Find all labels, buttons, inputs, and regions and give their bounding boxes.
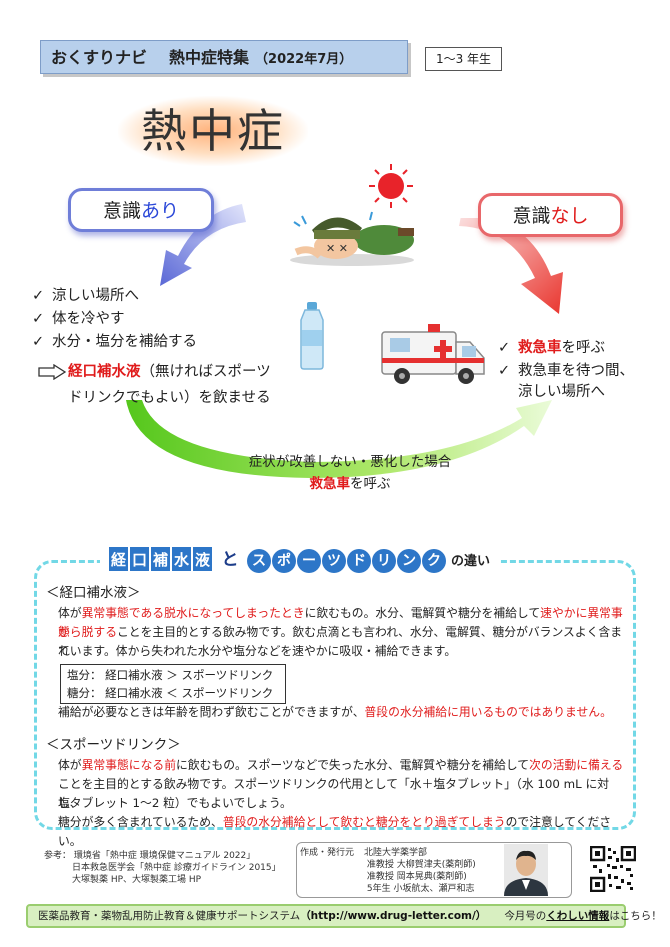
red-arrow-icon xyxy=(459,218,563,314)
checkmark-icon: ✓ xyxy=(498,340,511,356)
list-item: ✓救急車を待つ間、 xyxy=(498,361,634,382)
person-photo-icon xyxy=(504,844,548,896)
difference-title: 経口補水液とスポーツドリンクの違い xyxy=(100,545,499,577)
list-item: ✓涼しい場所へ xyxy=(32,286,139,307)
ors-section-heading: ＜経口補水液＞ xyxy=(46,585,141,601)
checkmark-icon: ✓ xyxy=(498,363,511,379)
sports-paragraph-line: ことを主目的とする飲み物です。スポーツドリンクの代用として「水＋塩タブレット」（… xyxy=(58,777,610,810)
title-char: ー xyxy=(297,549,321,573)
ors-paragraph-line: から脱することを主目的とする飲み物です。飲む点滴とも言われ、水分、電解質、糖分が… xyxy=(58,625,623,658)
sugar-comparison: 糖分： 経口補水液 ＜ スポーツドリンク xyxy=(67,686,274,700)
list-item: ✓救急車を呼ぶ xyxy=(498,338,634,359)
title-char: 水 xyxy=(171,546,192,572)
title-suffix: の違い xyxy=(451,554,491,569)
brand-name: おくすりナビ xyxy=(51,48,148,67)
footer-detail-link[interactable]: くわしい情報 xyxy=(546,910,610,922)
sports-paragraph-line: 体が異常事態になる前に飲むもの。スポーツなどで失った水分、電解質や糖分を補給して… xyxy=(58,758,624,772)
worsening-action: 救急車を呼ぶ xyxy=(309,476,391,492)
svg-text:✕ ✕: ✕ ✕ xyxy=(326,242,348,255)
footer-cta: はこちら！ xyxy=(609,910,662,922)
ors-instruction: 経口補水液（無ければスポーツ xyxy=(38,362,271,383)
conscious-yes-label: 意識あり xyxy=(68,188,214,232)
publisher-box xyxy=(296,842,572,898)
green-arrow-icon xyxy=(126,400,552,478)
ors-paragraph-line: ています。体から失われた水分や塩分などを速やかに吸収・補給できます。 xyxy=(58,644,457,658)
unconscious-list: ✓救急車を呼ぶ ✓救急車を待つ間、 涼しい場所へ xyxy=(498,338,634,403)
title-char: 補 xyxy=(150,546,171,572)
checkmark-icon: ✓ xyxy=(32,334,45,350)
title-char: ス xyxy=(247,549,271,573)
title-char: ポ xyxy=(272,549,296,573)
title-char: 口 xyxy=(129,546,150,572)
qr-code-icon[interactable] xyxy=(590,846,636,892)
title-char: ン xyxy=(397,549,421,573)
sun-icon xyxy=(369,164,413,208)
list-item: ✓体を冷やす xyxy=(32,309,125,330)
open-arrow-icon xyxy=(38,364,67,380)
sports-paragraph-line: 塩タブレット 1〜2 粒）でもよいでしょう。 xyxy=(58,796,292,810)
salt-comparison: 塩分： 経口補水液 ＞ スポーツドリンク xyxy=(67,668,274,682)
checkmark-icon: ✓ xyxy=(32,288,45,304)
ors-paragraph-line: 体が異常事態である脱水になってしまったときに飲むもの。水分、電解質や糖分を補給し… xyxy=(58,606,623,639)
page-title: 熱中症 xyxy=(118,96,308,166)
issue-date: （2022年7月） xyxy=(255,52,353,67)
sports-paragraph-line: 糖分が多く含まれているため、普段の水分補給として飲むと糖分をとり過ぎてしまうので… xyxy=(58,815,612,848)
ors-instruction-cont: ドリンクでもよい）を飲ませる xyxy=(68,390,271,406)
feature-title: 熱中症特集 xyxy=(169,48,250,67)
worsening-condition: 症状が改善しない・悪化した場合 xyxy=(248,454,452,470)
title-char: リ xyxy=(372,549,396,573)
grade-badge: 1〜3 年生 xyxy=(425,47,502,71)
footer-url-link[interactable]: （http://www.drug-letter.com/） xyxy=(300,910,487,922)
references: 参考： 環境省「熱中症 環境保健マニュアル 2022」 日本救急医学会「熱中症 … xyxy=(44,851,281,885)
footer-monthly: 今月号の xyxy=(504,910,547,922)
collapsed-child-icon: ✕ ✕ xyxy=(290,211,414,266)
footer-banner: 医薬品教育・薬物乱用防止教育＆健康サポートシステム（http://www.dru… xyxy=(26,904,662,928)
comparison-box: 塩分： 経口補水液 ＞ スポーツドリンク 糖分： 経口補水液 ＜ スポーツドリン… xyxy=(60,664,286,704)
publisher-info: 作成・発行元北陸大学薬学部 准教授 大柳賀津夫(薬剤師) 准教授 岡本晃典(薬剤… xyxy=(300,848,476,894)
ors-paragraph-line: 補給が必要なときは年齢を問わず飲むことができますが、普段の水分補給に用いるもので… xyxy=(58,705,612,719)
footer-system-name: 医薬品教育・薬物乱用防止教育＆健康サポートシステム xyxy=(38,910,301,922)
title-char: ク xyxy=(422,549,446,573)
ambulance-icon xyxy=(381,324,485,384)
blue-arrow-icon xyxy=(160,204,246,286)
title-char: 液 xyxy=(192,546,213,572)
title-char: ツ xyxy=(322,549,346,573)
title-char: ド xyxy=(347,549,371,573)
header-title-bar: おくすりナビ 熱中症特集 （2022年7月） xyxy=(40,40,408,74)
list-item-cont: 涼しい場所へ xyxy=(518,384,605,400)
title-conjunction: と xyxy=(221,550,239,570)
water-bottle-icon xyxy=(300,302,324,370)
list-item: ✓水分・塩分を補給する xyxy=(32,332,197,353)
conscious-no-label: 意識なし xyxy=(478,193,623,237)
sports-section-heading: ＜スポーツドリンク＞ xyxy=(46,737,181,753)
checkmark-icon: ✓ xyxy=(32,311,45,327)
title-char: 経 xyxy=(108,546,129,572)
